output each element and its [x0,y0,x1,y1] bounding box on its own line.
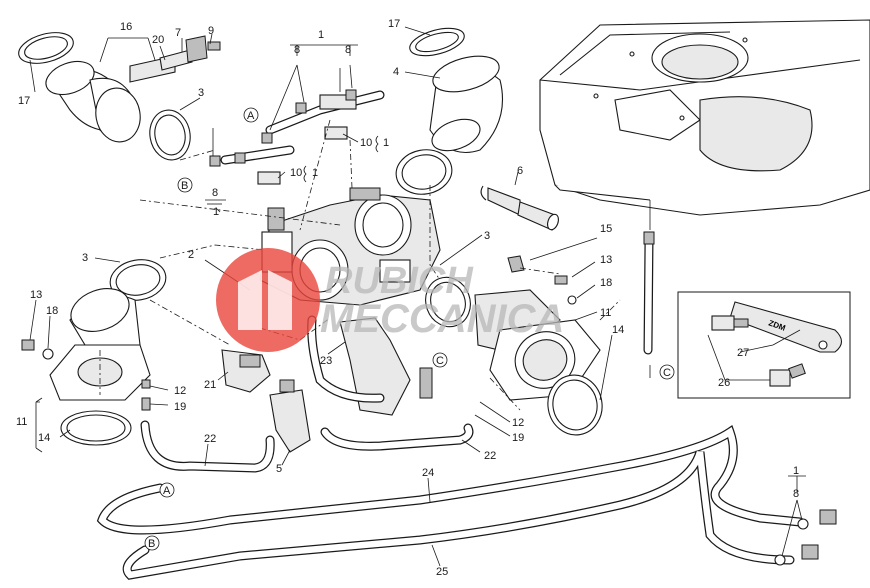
connector-b-bottom: B [148,538,155,550]
callout-17-left: 17 [18,95,30,107]
callout-12-left: 12 [174,385,186,397]
callout-21: 21 [204,379,216,391]
fuel-rail [209,68,385,185]
callout-1-a: 1 [383,137,389,149]
callout-labels: 16 20 7 9 17 3 1 8 8 17 4 10 1 10 1 8 1 … [16,18,799,578]
tool-bolt-upper [711,315,749,331]
connector-c-right: C [663,367,671,379]
sensor-bracket-5 [269,379,311,453]
callout-27: 27 [737,347,749,359]
callout-8-left: 8 [212,187,218,199]
watermark-logo-mark [238,270,292,330]
callout-10-a: 10 [360,137,372,149]
callout-11-left: 11 [16,416,27,428]
connector-b-bottom-circle [144,535,160,551]
intake-flange-right [425,255,603,436]
callout-1-b: 1 [312,167,318,179]
callout-8-top-b: 8 [345,44,351,56]
intake-flange-left [21,259,167,446]
intake-duct-middle [395,27,504,195]
hose-end-fittings [774,509,837,566]
callout-12-right: 12 [512,417,524,429]
watermark-line2: MECCANICA [320,297,564,341]
callout-24: 24 [422,467,434,479]
tool-inset: ZDM [677,291,851,399]
callout-14-right: 14 [612,324,624,336]
intake-duct-left-top [18,32,221,161]
connector-a-top-circle [243,107,259,123]
breather-hose-25 [122,450,795,580]
callout-6: 6 [517,165,523,177]
callout-22-left: 22 [204,433,216,445]
tool-bolt-lower [769,363,806,387]
callout-10-b: 10 [290,167,302,179]
callout-18-left: 18 [46,305,58,317]
assembly-lines [99,119,621,411]
vent-hose-6 [480,185,559,231]
breather-hose-24 [96,425,805,535]
callout-8-top-a: 8 [294,44,300,56]
connector-b-top-circle [177,177,193,193]
callout-20: 20 [152,34,164,46]
callout-18-right: 18 [600,277,612,289]
callout-1-left: 1 [213,206,219,218]
connector-a-top: A [247,110,255,122]
watermark: RUBICH MECCANICA [216,248,564,352]
callout-19-right: 19 [512,432,524,444]
drain-hose-c [643,231,655,355]
callout-17-mid: 17 [388,18,400,30]
callout-26: 26 [718,377,730,389]
callout-2: 2 [188,249,194,261]
connector-a-bottom-circle [159,482,175,498]
connector-b-top: B [181,180,188,192]
callout-7: 7 [175,27,181,39]
callout-5: 5 [276,463,282,475]
vacuum-hoses-22 [140,315,474,473]
callout-16-top: 16 [120,21,132,33]
callout-25: 25 [436,566,448,578]
brace-marks [207,135,379,205]
callout-1-br: 1 [793,465,799,477]
callout-11-right: 11 [600,307,611,319]
callout-3-mid: 3 [484,230,490,242]
callout-4: 4 [393,66,399,78]
connector-c-mid-circle [432,352,448,368]
watermark-line1: RUBICH [325,260,474,302]
airbox [539,19,870,230]
callout-15: 15 [600,223,612,235]
map-sensor-21 [221,349,271,393]
callout-9: 9 [208,25,214,37]
callout-3-top: 3 [198,87,204,99]
callout-8-br: 8 [793,488,799,500]
callout-13-right: 13 [600,254,612,266]
callout-3-left: 3 [82,252,88,264]
callout-1-top: 1 [318,29,324,41]
connector-c-mid: C [436,355,444,367]
connector-markers: A B C C A B [144,107,675,551]
callout-13-left: 13 [30,289,42,301]
callout-23: 23 [320,355,332,367]
connector-a-bottom: A [163,485,171,497]
connector-c-right-circle [659,364,675,380]
callout-19-left: 19 [174,401,186,413]
callout-14-left: 14 [38,432,50,444]
callout-22-right: 22 [484,450,496,462]
idle-actuator-23 [339,317,433,416]
